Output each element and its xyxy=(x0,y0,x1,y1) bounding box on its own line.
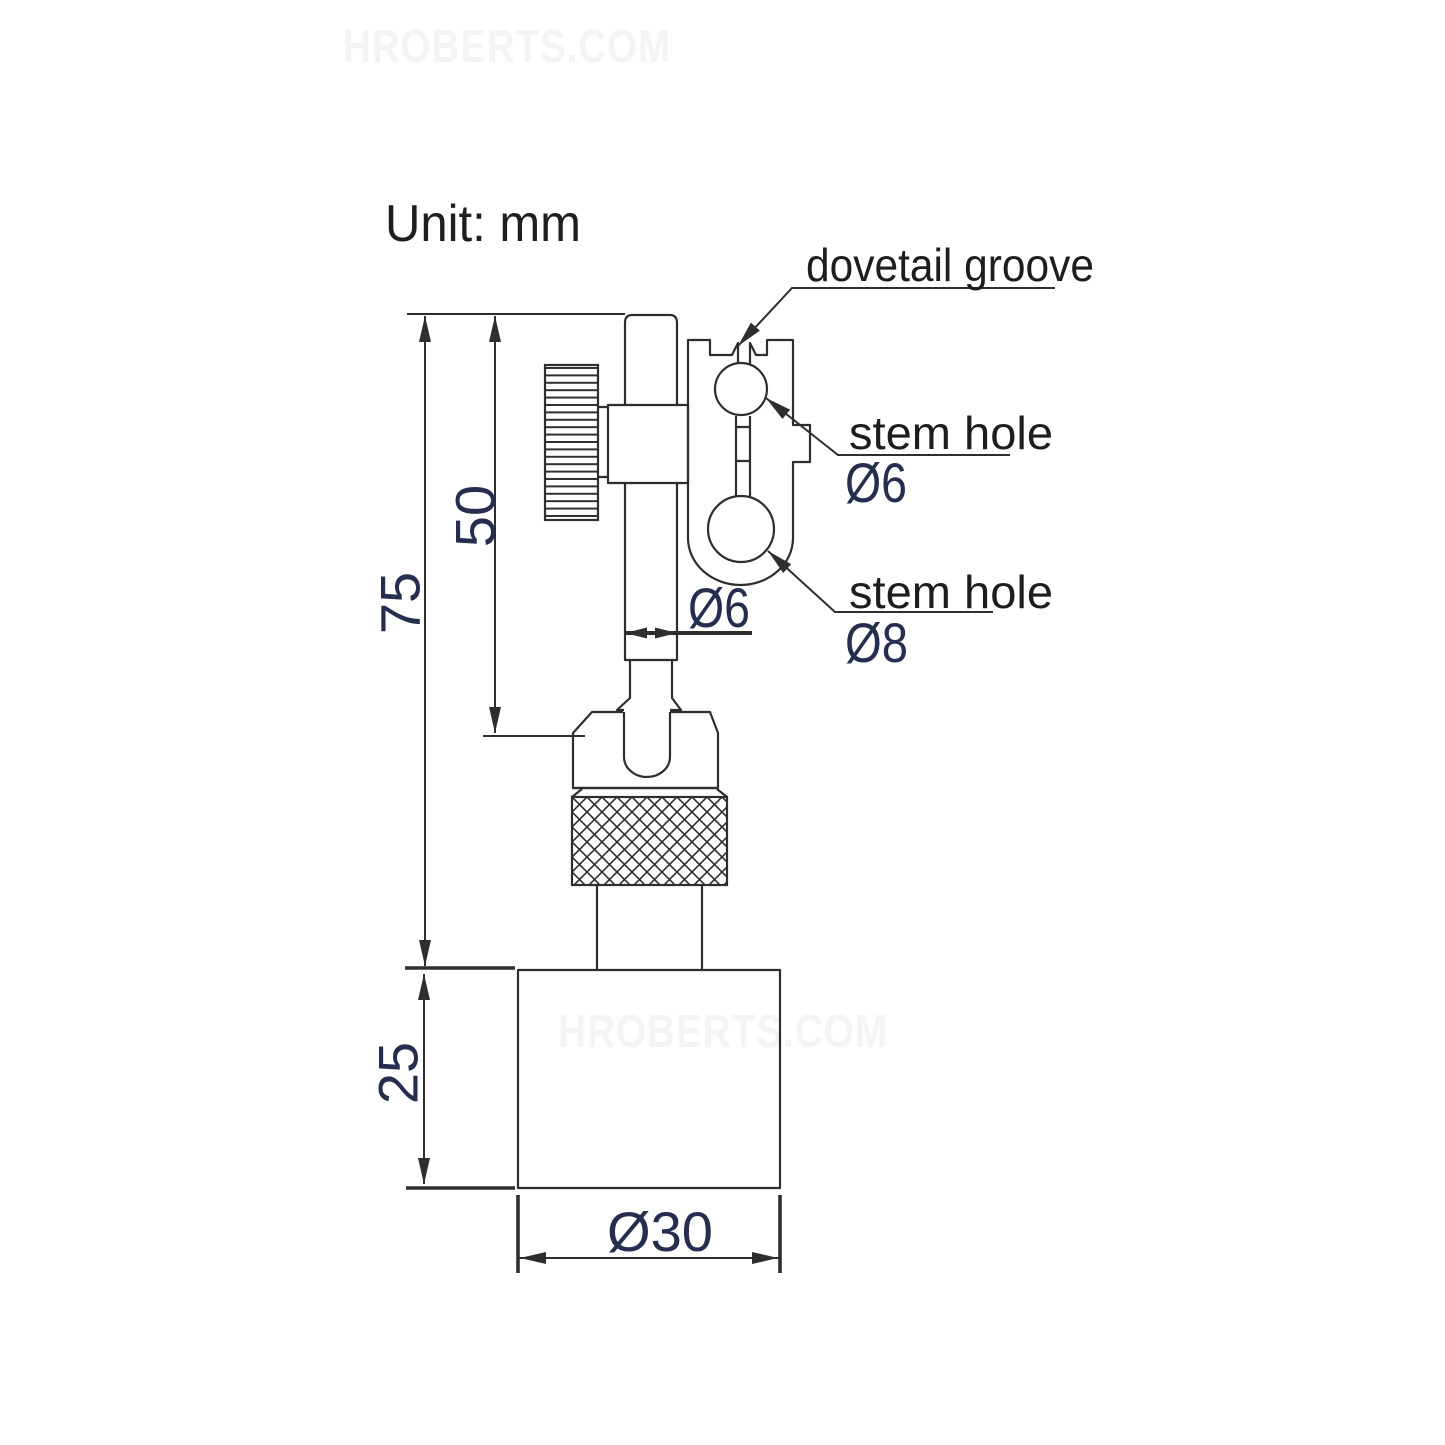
callout-dovetail-groove: dovetail groove xyxy=(806,239,1094,291)
stem-hole-6 xyxy=(713,361,769,417)
clamp-pin-lines xyxy=(736,425,750,463)
arrow-25-top xyxy=(418,974,430,1000)
callout-stem-hole-small-label: stem hole xyxy=(849,407,1053,459)
arrow-stem-hole-6 xyxy=(766,398,791,419)
dim-overall-height: 75 xyxy=(369,572,432,634)
dim-base-height: 25 xyxy=(367,1042,430,1104)
arrow-d6-left xyxy=(625,627,647,639)
arrow-75-top xyxy=(419,316,431,342)
arrow-d6-right xyxy=(655,627,677,639)
knurl-bevel xyxy=(571,786,728,798)
leader-dovetail xyxy=(737,287,1055,347)
arrow-75-bottom xyxy=(419,940,431,966)
thumbwheel-axle xyxy=(598,405,608,479)
clamp-body xyxy=(686,338,812,587)
lower-rod xyxy=(615,660,683,712)
leader-stem-hole-8 xyxy=(767,550,993,613)
arrow-dovetail xyxy=(738,322,760,346)
clamp-block xyxy=(606,403,690,485)
leader-lines xyxy=(737,287,1055,613)
arrow-25-bottom xyxy=(418,1158,430,1184)
unit-label: Unit: mm xyxy=(385,195,581,253)
watermark-middle: HROBERTS.COM xyxy=(558,1005,888,1057)
knurled-ring xyxy=(570,795,729,887)
arrow-stem-hole-8 xyxy=(768,551,792,573)
callout-stem-hole-small-diameter: Ø6 xyxy=(845,451,907,514)
arrow-50-bottom xyxy=(489,707,501,733)
dimension-lines xyxy=(405,313,782,1273)
arrow-d30-right xyxy=(752,1252,778,1264)
magnetic-base xyxy=(516,968,782,1190)
dim-base-diameter: Ø30 xyxy=(607,1200,713,1263)
stem-hole-8 xyxy=(706,494,776,564)
leader-stem-hole-6 xyxy=(765,397,1010,456)
arrow-50-top xyxy=(489,316,501,342)
neck xyxy=(595,885,704,970)
stem xyxy=(623,313,679,662)
dim-stem-length: 50 xyxy=(444,485,507,547)
clamp-slit xyxy=(734,416,752,497)
stand-geometry xyxy=(516,313,812,1190)
callout-stem-hole-large-label: stem hole xyxy=(849,566,1053,618)
swivel-slot xyxy=(622,712,672,779)
arrow-d30-left xyxy=(520,1252,546,1264)
callout-stem-hole-large-diameter: Ø8 xyxy=(845,611,908,674)
dim-stem-diameter: Ø6 xyxy=(688,576,750,639)
thumbwheel xyxy=(543,363,600,522)
watermark-top: HROBERTS.COM xyxy=(343,20,671,72)
